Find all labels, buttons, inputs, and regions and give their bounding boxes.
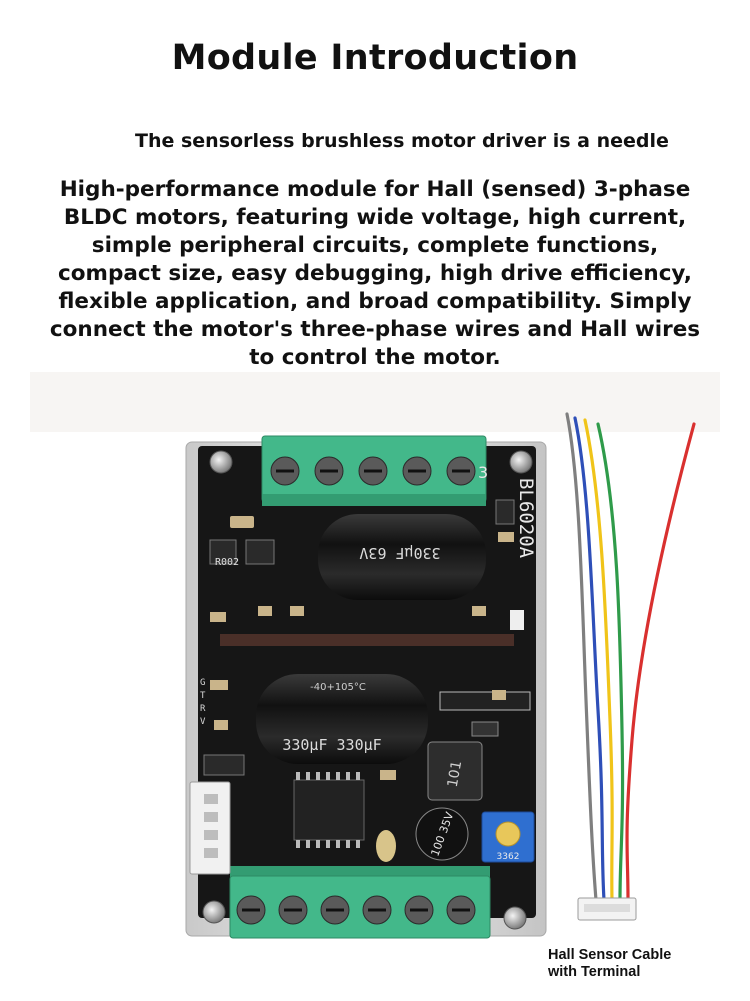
driver-ic bbox=[293, 772, 365, 848]
description-line: simple peripheral circuits, complete fun… bbox=[91, 233, 659, 258]
capacitor-top: 330µF 63V bbox=[318, 514, 486, 600]
svg-text:G: G bbox=[200, 678, 205, 688]
product-photo: 330µF 63V -40+105°C 330µF 330µF BL6020A … bbox=[30, 372, 720, 939]
inductor: 101 bbox=[427, 741, 483, 801]
description-line: BLDC motors, featuring wide voltage, hig… bbox=[63, 205, 687, 230]
mounting-screws bbox=[202, 450, 533, 930]
capacitor-mid: -40+105°C 330µF 330µF bbox=[256, 674, 428, 764]
page-title: Module Introduction bbox=[171, 38, 579, 78]
description-line: compact size, easy debugging, high drive… bbox=[58, 261, 692, 286]
board-corner-mark: 3 bbox=[478, 463, 488, 482]
svg-text:R: R bbox=[200, 704, 206, 714]
cable-caption-line: with Terminal bbox=[548, 964, 641, 980]
capacitor-temp-label: -40+105°C bbox=[310, 682, 366, 693]
smd-components bbox=[203, 499, 531, 780]
capacitor-top-label: 330µF 63V bbox=[359, 544, 440, 562]
potentiometer: 3362 bbox=[481, 811, 535, 863]
hall-connector bbox=[189, 781, 231, 875]
board-model-label: BL6020A bbox=[515, 478, 537, 559]
cable-terminal bbox=[577, 897, 637, 921]
description-line: flexible application, and broad compatib… bbox=[58, 289, 692, 314]
terminal-block-bottom bbox=[229, 866, 491, 939]
pot-label: 3362 bbox=[497, 852, 520, 862]
resistor-label: R002 bbox=[215, 557, 239, 568]
svg-text:V: V bbox=[200, 717, 206, 727]
description-line: to control the motor. bbox=[249, 345, 501, 370]
description: High-performance module for Hall (sensed… bbox=[22, 176, 728, 372]
inductor-label: 101 bbox=[445, 759, 465, 788]
background-blur bbox=[30, 372, 720, 432]
description-line: High-performance module for Hall (sensed… bbox=[59, 177, 691, 202]
description-line: connect the motor's three-phase wires an… bbox=[49, 317, 701, 342]
small-capacitor: 100 35V bbox=[415, 807, 469, 861]
pin-labels: G T R V bbox=[200, 678, 206, 727]
hall-sensor-cable bbox=[565, 412, 696, 902]
capacitor-mid-label: 330µF 330µF bbox=[282, 736, 381, 754]
svg-text:T: T bbox=[200, 691, 206, 701]
subtitle: The sensorless brushless motor driver is… bbox=[135, 130, 669, 152]
cable-caption-line: Hall Sensor Cable bbox=[548, 947, 672, 963]
cable-caption: Hall Sensor Cable with Terminal bbox=[548, 947, 671, 981]
terminal-block-top bbox=[261, 435, 487, 506]
tantalum-capacitor bbox=[376, 830, 396, 862]
